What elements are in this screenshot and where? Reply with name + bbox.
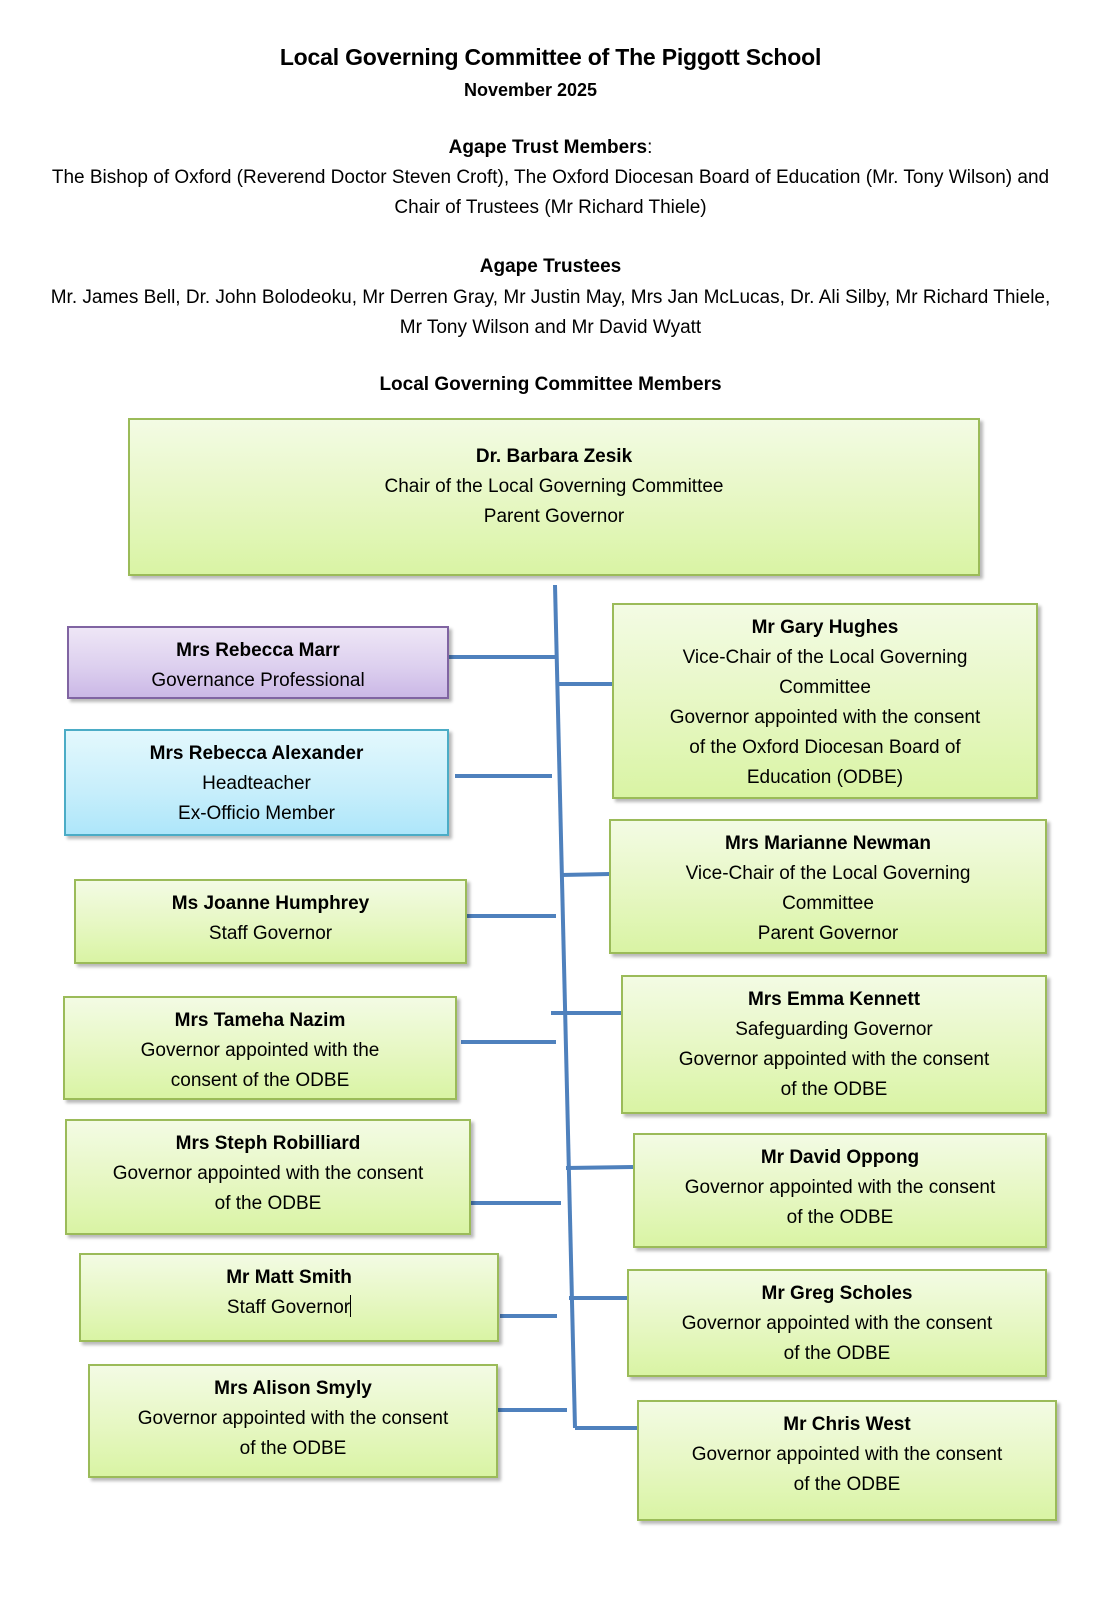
document-date: November 2025 bbox=[463, 80, 598, 100]
member-role: of the ODBE bbox=[214, 1193, 322, 1214]
document-title: Local Governing Committee of The Piggott… bbox=[279, 44, 822, 70]
member-role: Parent Governor bbox=[483, 506, 625, 527]
member-role: Governor appointed with the consent bbox=[684, 1177, 996, 1198]
member-name: Ms Joanne Humphrey bbox=[171, 893, 370, 914]
member-name: Mrs Alison Smyly bbox=[214, 1378, 372, 1399]
trust-members-heading: Agape Trust Members: bbox=[0, 137, 1101, 159]
member-role: Staff Governor bbox=[226, 1297, 351, 1318]
member-role: Governor appointed with the consent bbox=[691, 1444, 1003, 1465]
member-role: Parent Governor bbox=[757, 923, 899, 944]
member-role: Ex-Officio Member bbox=[178, 803, 335, 824]
member-box: Mr Matt Smith Staff Governor bbox=[79, 1253, 499, 1342]
trustees-heading: Agape Trustees bbox=[479, 256, 622, 277]
member-box: Mr Chris West Governor appointed with th… bbox=[637, 1400, 1057, 1521]
member-name: Mrs Emma Kennett bbox=[747, 989, 921, 1010]
member-name: Mrs Steph Robilliard bbox=[175, 1133, 361, 1154]
chair-box: Dr. Barbara Zesik Chair of the Local Gov… bbox=[128, 418, 980, 576]
member-role: of the ODBE bbox=[793, 1474, 901, 1495]
member-box: Mrs Steph Robilliard Governor appointed … bbox=[65, 1119, 471, 1235]
member-role: of the ODBE bbox=[783, 1343, 891, 1364]
member-role: Governor appointed with the consent bbox=[112, 1163, 424, 1184]
member-role: consent of the ODBE bbox=[170, 1070, 350, 1091]
connector-newman bbox=[560, 872, 611, 877]
member-name: Mr Gary Hughes bbox=[751, 617, 899, 638]
member-role: Governor appointed with the consent bbox=[678, 1049, 990, 1070]
member-box: Ms Joanne Humphrey Staff Governor bbox=[74, 879, 467, 964]
member-box: Mrs Tameha Nazim Governor appointed with… bbox=[63, 996, 457, 1100]
member-role: Committee bbox=[782, 893, 874, 914]
trustees-list: Mr. James Bell, Dr. John Bolodeoku, Mr D… bbox=[50, 287, 1051, 338]
member-name: Mrs Tameha Nazim bbox=[174, 1010, 346, 1031]
member-role: of the ODBE bbox=[786, 1207, 894, 1228]
member-role: of the ODBE bbox=[239, 1438, 347, 1459]
member-role: Governor appointed with the consent bbox=[137, 1408, 449, 1429]
trust-members-heading-text: Agape Trust Members bbox=[448, 137, 648, 158]
member-name: Dr. Barbara Zesik bbox=[475, 446, 633, 467]
member-box: Mrs Emma Kennett Safeguarding Governor G… bbox=[621, 975, 1047, 1114]
member-role-line: Staff Governor bbox=[81, 1293, 497, 1323]
member-role: Committee bbox=[779, 677, 871, 698]
member-role: Governor appointed with the consent bbox=[669, 707, 981, 728]
member-name: Mrs Rebecca Marr bbox=[176, 640, 340, 661]
text-cursor bbox=[350, 1295, 352, 1317]
member-box: Mr Greg Scholes Governor appointed with … bbox=[627, 1269, 1047, 1377]
member-name: Mr Greg Scholes bbox=[761, 1283, 913, 1304]
member-role: of the Oxford Diocesan Board of bbox=[689, 737, 961, 758]
member-box-headteacher: Mrs Rebecca Alexander Headteacher Ex-Off… bbox=[64, 729, 449, 836]
member-role: Chair of the Local Governing Committee bbox=[384, 476, 724, 497]
member-name: Mrs Rebecca Alexander bbox=[149, 743, 364, 764]
member-box: Mr David Oppong Governor appointed with … bbox=[633, 1133, 1047, 1248]
member-role: Governor appointed with the bbox=[140, 1040, 380, 1061]
member-role: Vice-Chair of the Local Governing bbox=[685, 863, 971, 884]
member-box-governance-professional: Mrs Rebecca Marr Governance Professional bbox=[67, 626, 449, 699]
trust-members-heading-colon: : bbox=[647, 137, 653, 158]
trust-members-list: The Bishop of Oxford (Reverend Doctor St… bbox=[51, 167, 1050, 218]
member-role: of the ODBE bbox=[780, 1079, 888, 1100]
member-name: Mr Chris West bbox=[783, 1414, 911, 1435]
member-box: Mrs Marianne Newman Vice-Chair of the Lo… bbox=[609, 819, 1047, 954]
member-role: Governance Professional bbox=[151, 670, 365, 691]
member-role: Governor appointed with the consent bbox=[681, 1313, 993, 1334]
member-name: Mr Matt Smith bbox=[226, 1267, 352, 1288]
committee-heading: Local Governing Committee Members bbox=[379, 374, 722, 395]
member-role: Headteacher bbox=[202, 773, 311, 794]
member-name: Mr David Oppong bbox=[760, 1147, 920, 1168]
member-role: Safeguarding Governor bbox=[735, 1019, 933, 1040]
connector-oppong bbox=[565, 1165, 634, 1170]
member-name: Mrs Marianne Newman bbox=[725, 833, 931, 854]
member-box: Mrs Alison Smyly Governor appointed with… bbox=[88, 1364, 498, 1478]
member-role: Education (ODBE) bbox=[746, 767, 904, 788]
member-box: Mr Gary Hughes Vice-Chair of the Local G… bbox=[612, 603, 1038, 799]
member-role: Vice-Chair of the Local Governing bbox=[682, 647, 968, 668]
trunk-line bbox=[553, 584, 577, 1429]
member-role: Staff Governor bbox=[208, 923, 333, 944]
